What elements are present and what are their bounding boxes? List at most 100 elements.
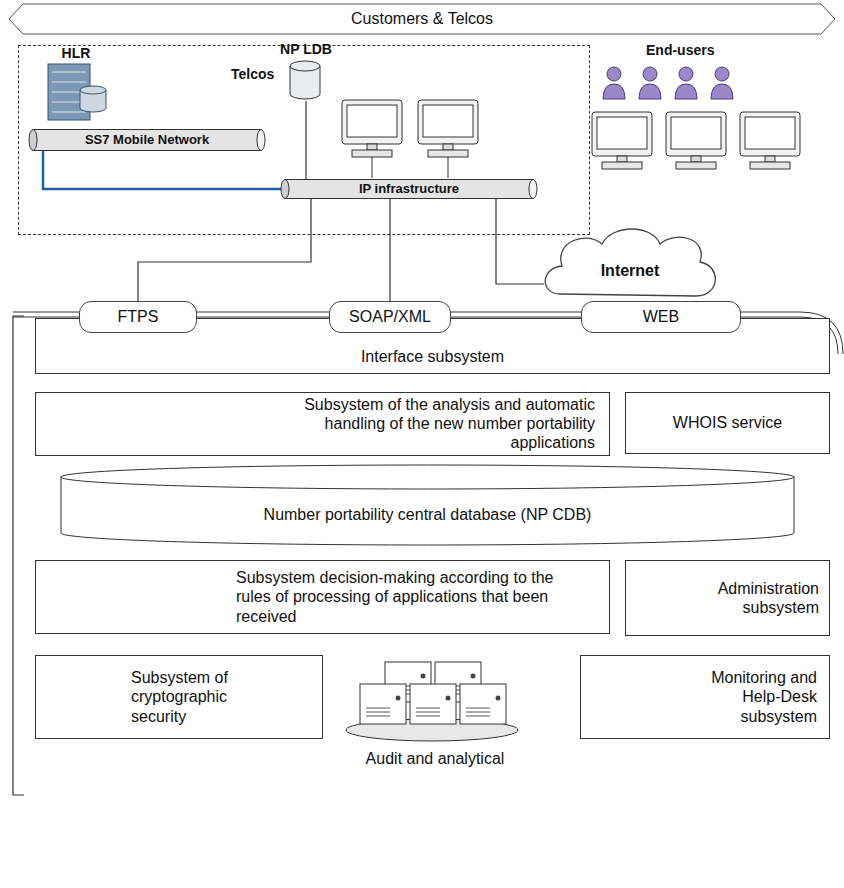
server-slot <box>52 112 86 113</box>
banner-shape <box>9 4 835 34</box>
server-led <box>446 696 451 701</box>
node-text: HLR <box>36 45 116 62</box>
connector <box>138 199 311 301</box>
computer-icon <box>418 100 478 144</box>
computer-icon-screen <box>745 117 795 149</box>
node-text: WHOIS service <box>634 413 821 432</box>
server-led <box>421 674 426 679</box>
computer-icon-stand <box>367 144 377 150</box>
node-text: Monitoring and Help-Desk subsystem <box>696 668 817 726</box>
server-slot <box>416 712 440 713</box>
computer-icon-stand <box>617 156 627 162</box>
node-text: WEB <box>588 307 734 326</box>
plain-node: HLR <box>36 45 116 129</box>
computer-icon <box>666 112 726 156</box>
connector <box>43 151 281 189</box>
server-slot <box>416 708 440 709</box>
dashed-node: TelcosHLRSS7 Mobile NetworkNP LDBIP infr… <box>18 45 590 235</box>
pill-node: FTPS <box>79 301 197 333</box>
node-text: SS7 Mobile Network <box>37 132 257 148</box>
connector <box>389 199 390 301</box>
computer-icon-screen <box>671 117 721 149</box>
box-node: WHOIS service <box>625 392 830 454</box>
server-slot <box>416 716 440 717</box>
pipe-body <box>33 130 261 151</box>
cyl-node: Number portability central database (NP … <box>60 464 795 546</box>
server-icon <box>360 684 406 724</box>
server-slot <box>366 708 390 709</box>
cloud-node: Internet <box>540 222 720 306</box>
network-wire <box>448 157 449 178</box>
pill-node: WEB <box>581 301 741 333</box>
computer-icon <box>592 112 652 156</box>
box-node: Administration subsystem <box>625 560 830 636</box>
server-slot <box>366 712 390 713</box>
disk-icon <box>80 86 106 112</box>
user-head <box>679 67 693 81</box>
node-text: Interface subsystem <box>36 347 829 366</box>
computer-icon-base <box>352 150 392 157</box>
box-node: Subsystem of the analysis and automatic … <box>35 392 610 456</box>
box-node: Subsystem of cryptographic security <box>35 655 323 739</box>
connector <box>305 101 306 179</box>
system-frame <box>13 316 24 795</box>
server-led <box>471 674 476 679</box>
cyl-outline <box>60 464 795 546</box>
node-text: NP LDB <box>271 41 341 58</box>
pipe-body <box>285 180 533 199</box>
server-icon <box>410 684 456 724</box>
node-text: Administration subsystem <box>706 579 819 617</box>
box-node: Interface subsystemFTPSSOAP/XMLWEB <box>35 318 830 374</box>
group-label: End-users <box>646 42 714 58</box>
computer-icon <box>740 112 800 156</box>
user-head <box>643 67 657 81</box>
node-text: Number portability central database (NP … <box>80 505 775 524</box>
computer-icon-base <box>602 162 642 169</box>
computer-icon-stand <box>765 156 775 162</box>
pill-node: SOAP/XML <box>329 301 451 333</box>
pipe-end <box>257 130 265 151</box>
computer-icon-stand <box>691 156 701 162</box>
computer-icon-stand <box>443 144 453 150</box>
pipe-end <box>281 180 289 199</box>
connector <box>496 199 544 284</box>
server-slot <box>466 712 490 713</box>
node-text: Telcos <box>231 66 589 83</box>
node-text: Internet <box>540 261 720 280</box>
computer-icon-screen <box>597 117 647 149</box>
user-body <box>603 84 625 99</box>
computer-icon-screen <box>423 105 473 137</box>
server-slot <box>466 716 490 717</box>
cylinder-top <box>61 465 794 489</box>
server-slot <box>366 716 390 717</box>
node-text: Subsystem of the analysis and automatic … <box>286 395 595 453</box>
server-icon <box>460 684 506 724</box>
user-body <box>639 84 661 99</box>
banner-node: Customers & Telcos <box>8 3 836 35</box>
user-body <box>675 84 697 99</box>
plain-node: Audit and analytical <box>335 655 535 770</box>
computer-icon <box>342 100 402 144</box>
computer-icon-base <box>676 162 716 169</box>
user-body <box>711 84 733 99</box>
box-node: Monitoring and Help-Desk subsystem <box>580 655 830 739</box>
computer-icon-base <box>428 150 468 157</box>
server-led <box>396 696 401 701</box>
database-icon <box>290 61 320 99</box>
pipe-node: SS7 Mobile Network <box>29 129 265 151</box>
server-slot <box>52 72 86 73</box>
network-wire <box>372 157 373 178</box>
pipe-end <box>529 180 537 199</box>
server-led <box>496 696 501 701</box>
node-text: FTPS <box>86 307 190 326</box>
server-slot <box>466 708 490 709</box>
pipe-node: IP infrastructure <box>281 179 537 199</box>
pipe-end <box>29 130 37 151</box>
node-text: SOAP/XML <box>336 307 444 326</box>
server-slot <box>52 82 86 83</box>
node-text: Customers & Telcos <box>28 9 816 28</box>
plain-node: NP LDB <box>271 41 341 101</box>
user-head <box>715 67 729 81</box>
node-text: Subsystem of cryptographic security <box>131 668 272 726</box>
